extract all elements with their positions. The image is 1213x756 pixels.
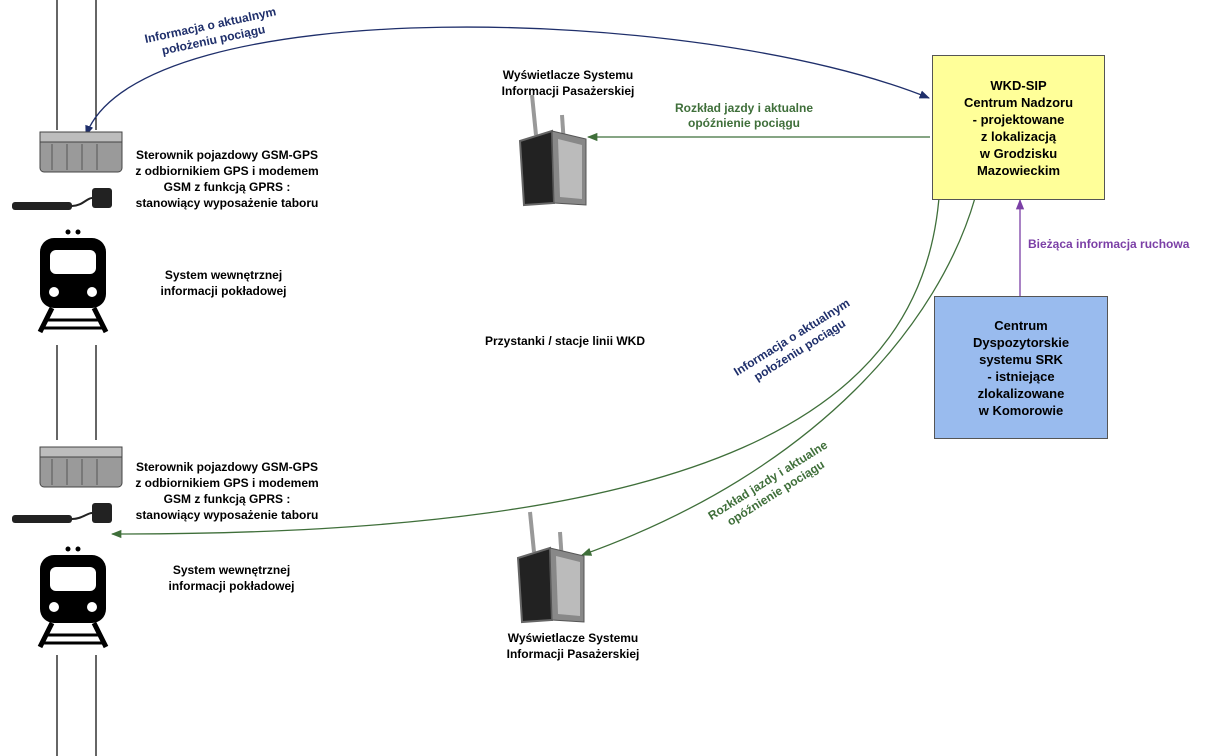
controller-label-top: Sterownik pojazdowy GSM-GPS z odbiorniki… [135, 148, 319, 210]
onboard-label-top: System wewnętrznej informacji pokładowej [160, 268, 287, 298]
onboard-label-bottom: System wewnętrznej informacji pokładowej [168, 563, 295, 593]
arrow-timetable-bottom [581, 197, 976, 556]
train-icon [37, 546, 109, 649]
passenger-display-icon [516, 511, 585, 624]
gsm-gps-controller-icon [12, 131, 123, 210]
dispatch-center-box: Centrum Dyspozytorskie systemu SRK - ist… [934, 296, 1108, 439]
stops-label: Przystanki / stacje linii WKD [484, 334, 646, 348]
arrow-position-top [85, 26, 930, 136]
arrow-position-bottom [110, 180, 944, 539]
supervision-center-box: WKD-SIP Centrum Nadzoru - projektowane z… [932, 55, 1105, 200]
controller-label-bottom: Sterownik pojazdowy GSM-GPS z odbiorniki… [135, 460, 319, 522]
flow-label-timetable-top: Rozkład jazdy i aktualne opóźnienie poci… [674, 101, 814, 130]
passenger-display-icon [518, 94, 587, 207]
train-icon [37, 229, 109, 334]
rail-track [56, 0, 97, 756]
flow-label-traffic-info: Bieżąca informacja ruchowa [1028, 237, 1190, 251]
display-label-bottom: Wyświetlacze Systemu Informacji Pasażers… [506, 631, 640, 661]
gsm-gps-controller-icon [12, 446, 123, 523]
display-label-top: Wyświetlacze Systemu Informacji Pasażers… [501, 68, 635, 98]
